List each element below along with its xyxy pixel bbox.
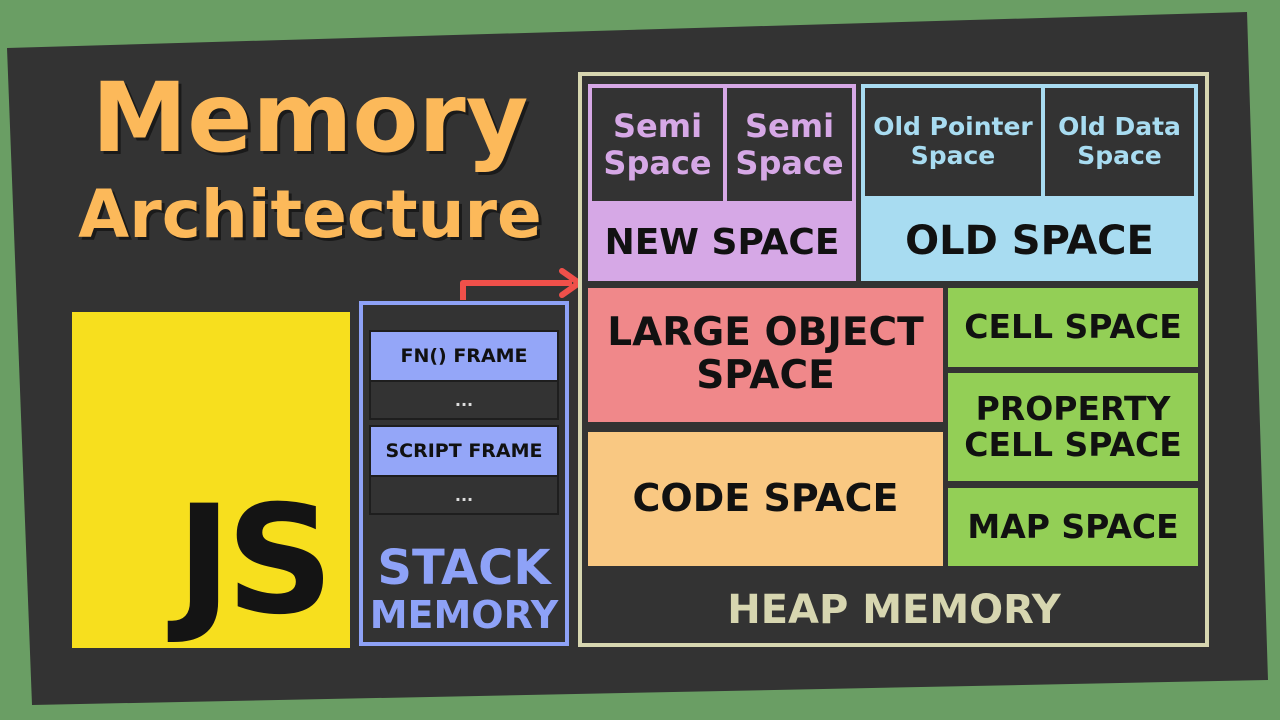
map-space: MAP SPACE	[948, 488, 1198, 566]
js-logo-text: JS	[176, 474, 334, 648]
stack-label-line-1: STACK	[377, 540, 551, 596]
heap-memory-label: HEAP MEMORY	[727, 587, 1061, 633]
title-line-2: Architecture	[78, 176, 542, 253]
cell-space: CELL SPACE	[948, 288, 1198, 367]
semi-space-1-line-2: Space	[603, 143, 712, 182]
old-pointer-space-line-2: Space	[910, 141, 996, 170]
semi-space-2-line-1: Semi	[744, 106, 835, 145]
property-cell-space: PROPERTY CELL SPACE	[948, 373, 1198, 481]
property-cell-space-line-2: CELL SPACE	[964, 425, 1182, 464]
old-pointer-space-line-1: Old Pointer	[873, 112, 1033, 142]
js-logo: JS	[72, 312, 350, 648]
semi-space-1: Semi Space	[590, 86, 725, 203]
stack-frame-script-body: ...	[369, 477, 559, 515]
large-object-space-line-2: SPACE	[696, 353, 835, 398]
old-data-space: Old Data Space	[1043, 86, 1196, 198]
old-space-label: OLD SPACE	[905, 217, 1154, 264]
stack-frame-fn-label: FN() FRAME	[369, 330, 559, 382]
title-line-1: Memory	[91, 62, 529, 174]
old-data-space-line-1: Old Data	[1058, 112, 1181, 142]
stack-memory	[359, 301, 569, 646]
stack-frame-script-label: SCRIPT FRAME	[369, 425, 559, 477]
semi-space-2-line-2: Space	[735, 143, 844, 182]
new-space-label: NEW SPACE	[604, 222, 840, 264]
semi-space-2: Semi Space	[725, 86, 854, 203]
large-object-space-line-1: LARGE OBJECT	[607, 310, 924, 356]
code-space: CODE SPACE	[588, 432, 943, 566]
stack-frame-fn-body: ...	[369, 382, 559, 420]
heap-memory	[578, 72, 1209, 647]
old-data-space-line-2: Space	[1077, 141, 1162, 170]
old-pointer-space: Old Pointer Space	[863, 86, 1043, 198]
large-object-space: LARGE OBJECT SPACE	[588, 288, 943, 422]
semi-space-1-line-1: Semi	[612, 106, 703, 145]
property-cell-space-line-1: PROPERTY	[975, 388, 1171, 428]
stack-label-line-2: MEMORY	[369, 593, 559, 637]
